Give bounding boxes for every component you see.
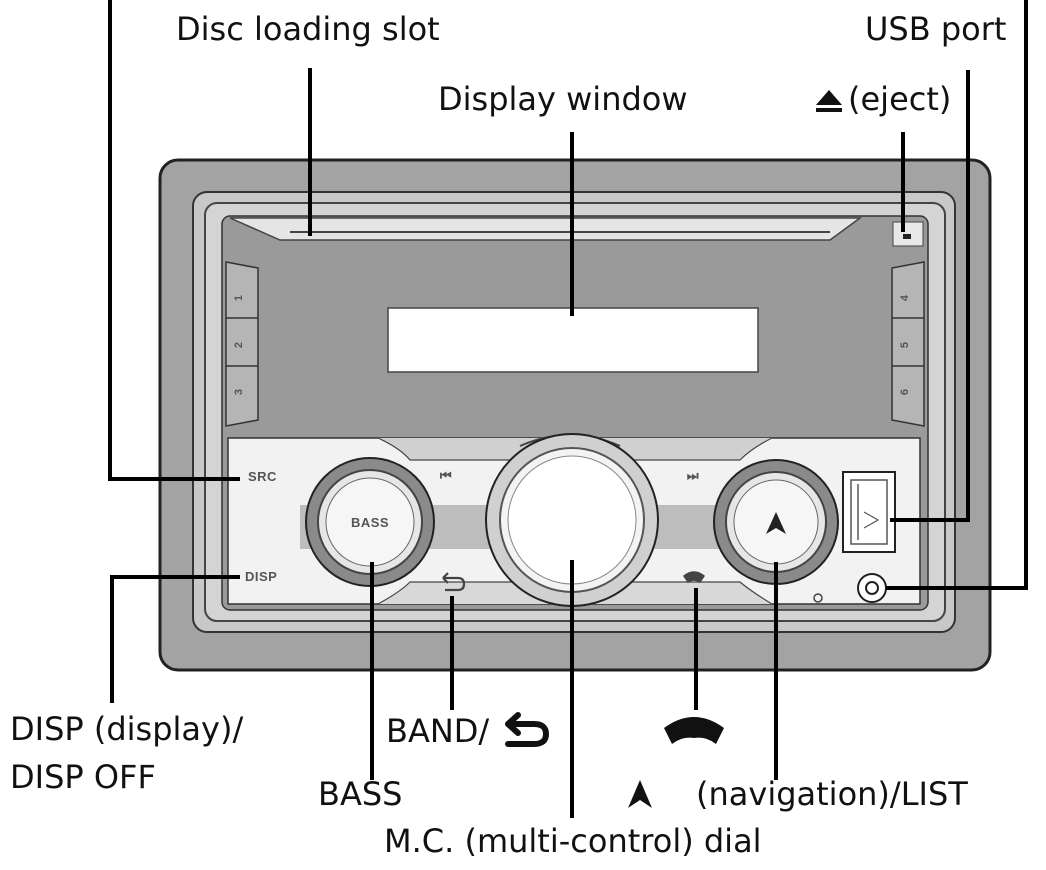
leader-lines bbox=[108, 0, 1028, 818]
preset-5-label: 5 bbox=[899, 342, 911, 348]
preset-2-label: 2 bbox=[233, 342, 245, 348]
bass-label: BASS bbox=[318, 775, 403, 813]
disp-label-line1: DISP (display)/ bbox=[10, 710, 244, 748]
preset-4-label: 4 bbox=[899, 294, 911, 301]
next-track-icon[interactable]: ⏭ bbox=[687, 468, 699, 483]
preset-6-label: 6 bbox=[899, 389, 911, 395]
navigation-icon bbox=[628, 780, 652, 808]
return-icon bbox=[505, 712, 549, 747]
display-window-unit bbox=[387, 307, 759, 373]
disc-loading-slot-label: Disc loading slot bbox=[176, 10, 440, 48]
right-preset-buttons[interactable]: 4 5 6 bbox=[891, 261, 925, 427]
navigation-label: (navigation)/LIST bbox=[696, 775, 968, 813]
bass-knob-label: BASS bbox=[351, 515, 389, 530]
usb-port-unit[interactable] bbox=[842, 471, 896, 553]
navigation-knob[interactable] bbox=[713, 459, 839, 585]
display-window-label: Display window bbox=[438, 80, 688, 118]
disp-label-line2: DISP OFF bbox=[10, 758, 156, 796]
navigation-arrow-icon bbox=[766, 512, 786, 534]
preset-3-label: 3 bbox=[233, 389, 245, 395]
band-label: BAND/ bbox=[386, 712, 490, 750]
disc-slot-shape bbox=[229, 217, 863, 241]
eject-label: (eject) bbox=[848, 80, 952, 118]
usb-port-label: USB port bbox=[865, 10, 1007, 48]
phone-icon bbox=[664, 717, 724, 744]
bass-knob[interactable]: BASS bbox=[305, 457, 435, 587]
eject-icon bbox=[816, 90, 842, 112]
src-button-label[interactable]: SRC bbox=[248, 469, 277, 484]
prev-track-icon[interactable]: ⏮ bbox=[440, 468, 452, 483]
aux-jack-unit[interactable] bbox=[857, 573, 887, 603]
back-icon[interactable] bbox=[442, 572, 466, 592]
phone-icon-unit[interactable] bbox=[682, 571, 706, 584]
disp-button-label[interactable]: DISP bbox=[245, 569, 277, 584]
preset-1-label: 1 bbox=[233, 295, 245, 301]
mic-hole-icon bbox=[813, 593, 823, 603]
left-preset-buttons[interactable]: 1 2 3 bbox=[225, 261, 259, 427]
mc-dial-label: M.C. (multi-control) dial bbox=[384, 822, 762, 860]
